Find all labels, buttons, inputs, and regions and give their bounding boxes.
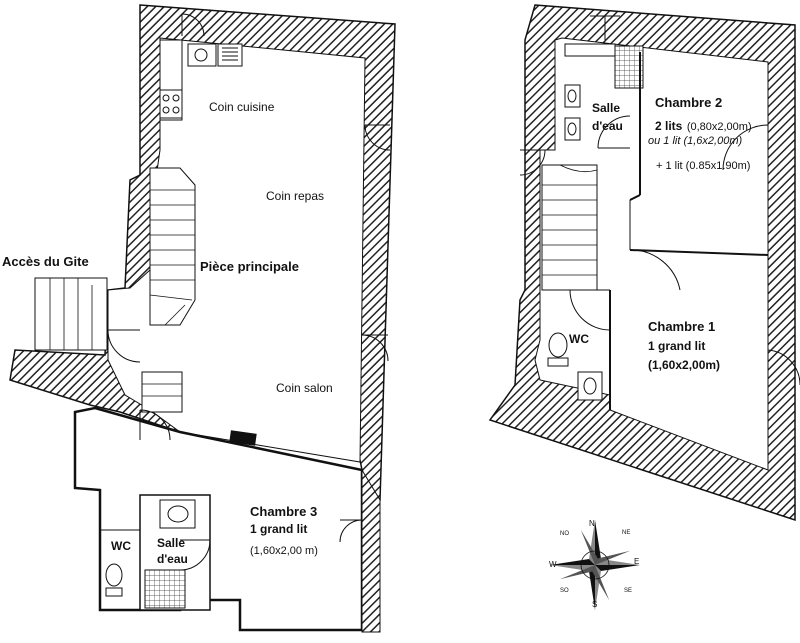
bedroom1-bed: 1 grand lit <box>648 339 706 353</box>
bedroom3-door <box>139 409 171 441</box>
staircase <box>149 167 196 326</box>
upper-floor-plan <box>488 4 800 522</box>
compass-nw: NO <box>560 531 569 537</box>
upper-bathroom-label-1: Salle <box>592 101 621 115</box>
bedroom3-title: Chambre 3 <box>250 504 318 519</box>
living-label: Coin salon <box>276 381 333 395</box>
ground-bathroom-label-1: Salle <box>157 536 186 550</box>
entry-door <box>107 329 141 363</box>
compass-rose <box>550 520 640 610</box>
upper-toilet <box>548 332 568 358</box>
cooktop <box>159 89 183 119</box>
top-door <box>181 13 205 37</box>
compass-sw: SO <box>560 588 569 594</box>
bedroom2-beds-size: (0,80x2,00m) <box>686 121 752 133</box>
access-label: Accès du Gite <box>2 254 89 269</box>
drainer <box>217 43 243 67</box>
ground-wc-label: WC <box>111 539 131 553</box>
bedroom3-size: (1,60x2,00 m) <box>250 545 318 557</box>
bedroom2-extra-bed: + 1 lit (0.85x1.90m) <box>656 160 751 172</box>
upper-staircase <box>541 164 598 291</box>
compass-ne: NE <box>622 530 631 536</box>
upper-basin-2 <box>564 117 581 141</box>
upper-bathroom-wall <box>564 43 616 57</box>
entry-steps <box>34 277 108 351</box>
main-room-label: Pièce principale <box>200 259 299 274</box>
compass-se: SE <box>624 588 633 594</box>
bedroom3-bed: 1 grand lit <box>250 522 308 536</box>
compass-east: E <box>634 557 640 566</box>
bedroom1-size: (1,60x2,00m) <box>648 358 721 372</box>
lower-stair <box>141 371 183 413</box>
bedroom1-title: Chambre 1 <box>648 319 716 334</box>
upper-shower <box>614 45 644 89</box>
dining-label: Coin repas <box>266 189 325 203</box>
bedroom2-beds: 2 lits (0,80x2,00m) <box>655 117 752 135</box>
bedroom2-title: Chambre 2 <box>655 95 723 110</box>
upper-basin-1 <box>564 84 581 108</box>
bedroom2-alt-bed: ou 1 lit (1,6x2,00m) <box>648 135 743 147</box>
compass-north: N <box>589 519 595 528</box>
bedroom2-beds-prefix: 2 lits <box>655 119 683 133</box>
kitchen-label: Coin cuisine <box>209 100 275 114</box>
washbasin <box>159 499 196 529</box>
upper-wc-label: WC <box>569 332 589 346</box>
fireplace <box>229 430 257 446</box>
ground-floor-plan <box>9 4 396 633</box>
side-door <box>364 124 391 151</box>
bedroom3-right-door <box>339 519 363 543</box>
upper-wc-basin <box>577 371 603 401</box>
compass-west: W <box>549 560 557 569</box>
toilet <box>105 563 123 587</box>
shower <box>144 569 186 609</box>
side-door-2 <box>361 334 389 362</box>
compass-south: S <box>592 600 598 609</box>
upper-bathroom-label-2: d'eau <box>592 119 623 133</box>
sink <box>187 43 217 67</box>
ground-bathroom-label-2: d'eau <box>157 552 188 566</box>
